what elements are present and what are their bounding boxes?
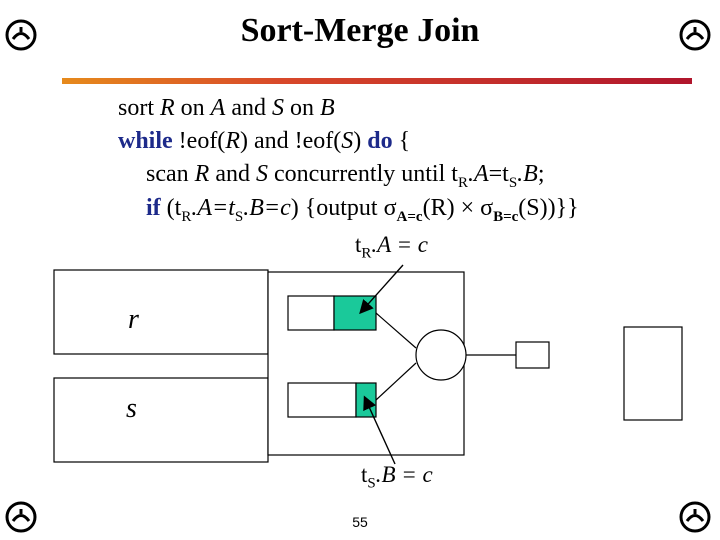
corner-logo-icon bbox=[678, 18, 712, 52]
pointer-label-tb: tS.B = c bbox=[361, 462, 433, 492]
buffer-page-r bbox=[287, 295, 335, 331]
code-line-scan: scan R and S concurrently until tR.A=tS.… bbox=[146, 161, 545, 191]
buffer-page-r-current bbox=[333, 295, 377, 331]
code-line-if: if (tR.A=tS.B=c) {output σA=c(R) × σB=c(… bbox=[146, 195, 579, 225]
corner-logo-icon bbox=[678, 500, 712, 534]
comparison-node bbox=[415, 329, 467, 381]
corner-logo-icon bbox=[4, 500, 38, 534]
output-result-box bbox=[623, 326, 683, 421]
output-buffer bbox=[515, 341, 550, 369]
code-line-while: while !eof(R) and !eof(S) do { bbox=[118, 128, 411, 154]
corner-logo-icon bbox=[4, 18, 38, 52]
code-line-sort: sort R on A and S on B bbox=[118, 95, 335, 121]
buffer-page-s bbox=[287, 382, 357, 418]
relation-r-label: r bbox=[128, 304, 139, 335]
relation-s-label: s bbox=[126, 393, 137, 424]
page-number: 55 bbox=[352, 514, 368, 530]
pointer-label-ta: tR.A = c bbox=[355, 232, 429, 262]
slide-title: Sort-Merge Join bbox=[240, 12, 480, 49]
edge-r-to-compare bbox=[375, 312, 417, 349]
arrow-tb bbox=[363, 395, 396, 465]
arrow-ta bbox=[359, 264, 404, 315]
relation-s-box bbox=[53, 377, 269, 463]
relation-r-box bbox=[53, 269, 269, 355]
title-rule bbox=[62, 78, 692, 84]
edge-s-to-compare bbox=[375, 362, 417, 401]
